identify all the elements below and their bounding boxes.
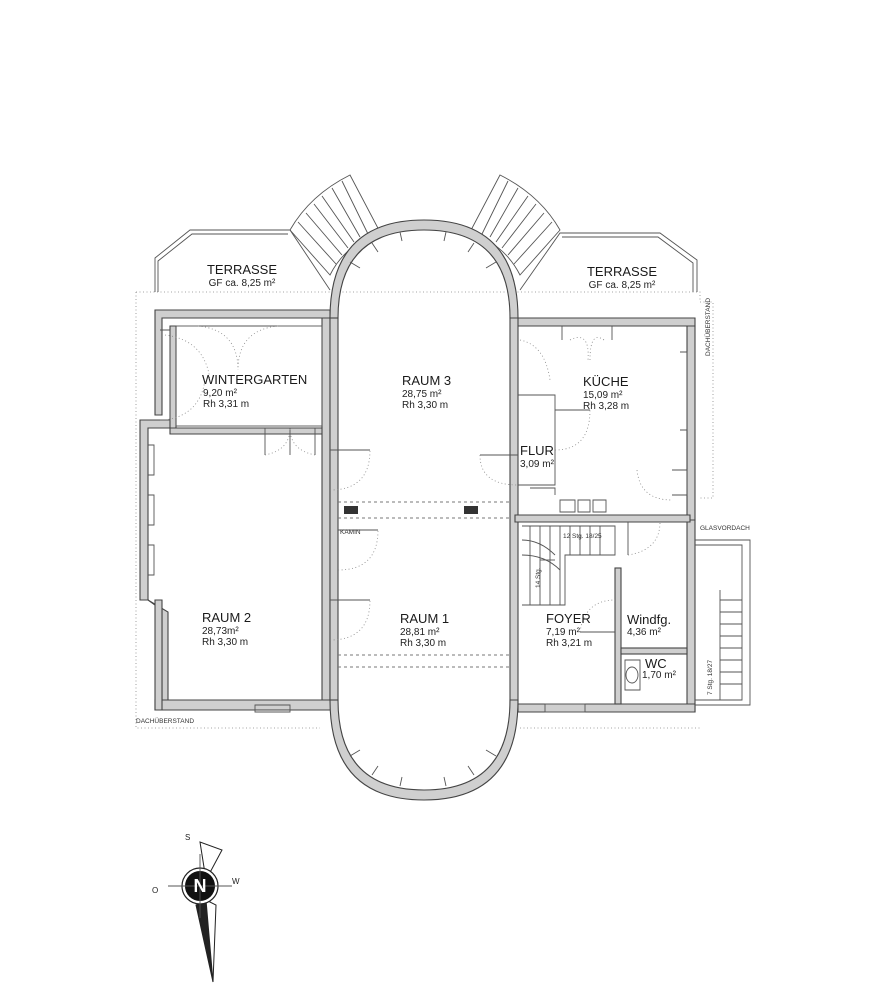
- foyer-staircase: [521, 525, 616, 606]
- glasvordach-label: GLASVORDACH: [700, 525, 750, 532]
- raum2-area: 28,73m²: [202, 626, 239, 637]
- room-label-raum3: RAUM 3 28,75 m² Rh 3,30 m: [402, 373, 451, 411]
- kueche-details: [519, 326, 688, 513]
- stairs-inner-side-label: 14 Stg.: [535, 567, 542, 588]
- room-label-raum2: RAUM 2 28,73m² Rh 3,30 m: [202, 610, 251, 648]
- windfang-name: Windfg.: [627, 612, 671, 627]
- compass-north: N: [194, 876, 207, 896]
- raum3-name: RAUM 3: [402, 373, 451, 388]
- room-label-terrasse-right: TERRASSE GF ca. 8,25 m²: [587, 264, 657, 291]
- terrasse-right-name: TERRASSE: [587, 264, 657, 279]
- central-oval-wall: [329, 219, 519, 801]
- windfang-area: 4,36 m²: [627, 627, 662, 638]
- flur-details: [479, 394, 591, 495]
- compass-right-label: W: [232, 877, 240, 886]
- wintergarten-area: 9,20 m²: [203, 388, 238, 399]
- terrasse-left-name: TERRASSE: [207, 262, 277, 277]
- room-label-terrasse-left: TERRASSE GF ca. 8,25 m²: [207, 262, 277, 289]
- roof-overhang-outline: [135, 291, 714, 729]
- foyer-area: 7,19 m²: [546, 627, 581, 638]
- room-label-windfang: Windfg. 4,36 m²: [627, 612, 671, 638]
- outer-walls: [139, 309, 696, 713]
- wc-name: WC: [645, 656, 667, 671]
- room-label-wintergarten: WINTERGARTEN 9,20 m² Rh 3,31 m: [202, 372, 307, 410]
- kamin-label: KAMIN: [340, 529, 361, 536]
- stairs-outer-label: 7 Stg. 18/27: [707, 660, 714, 695]
- wintergarten-area: [160, 325, 323, 427]
- raum-divider: [338, 501, 510, 668]
- entrance-canopy: [695, 539, 751, 706]
- room-label-wc: WC 1,70 m²: [642, 656, 677, 681]
- wc-area: 1,70 m²: [642, 670, 677, 681]
- flur-name: FLUR: [520, 443, 554, 458]
- raum2-name: RAUM 2: [202, 610, 251, 625]
- terrace-left: [154, 229, 331, 292]
- stairs-inner-label: 12 Stg. 18/25: [563, 533, 602, 540]
- outer-stairs-right: [469, 174, 561, 276]
- raum1-height: Rh 3,30 m: [400, 638, 446, 649]
- flur-area: 3,09 m²: [520, 459, 555, 470]
- foyer-wc-details: [544, 521, 688, 713]
- dachueberstand-right-label: DACHÜBERSTAND: [704, 298, 712, 356]
- kueche-height: Rh 3,28 m: [583, 401, 629, 412]
- room-label-flur: FLUR 3,09 m²: [520, 443, 555, 470]
- terrasse-right-area: GF ca. 8,25 m²: [589, 280, 656, 291]
- room-label-foyer: FOYER 7,19 m² Rh 3,21 m: [546, 611, 592, 649]
- compass: N S O W: [152, 833, 240, 983]
- compass-left-label: O: [152, 886, 158, 895]
- compass-top-label: S: [185, 833, 190, 842]
- raum1-name: RAUM 1: [400, 611, 449, 626]
- outer-stairs-left: [289, 174, 381, 276]
- raum2-height: Rh 3,30 m: [202, 637, 248, 648]
- kueche-name: KÜCHE: [583, 374, 629, 389]
- kueche-area: 15,09 m²: [583, 390, 623, 401]
- wintergarten-name: WINTERGARTEN: [202, 372, 307, 387]
- raum2-details: [148, 427, 379, 713]
- raum1-area: 28,81 m²: [400, 627, 440, 638]
- room-label-raum1: RAUM 1 28,81 m² Rh 3,30 m: [400, 611, 449, 649]
- terrace-right: [519, 232, 698, 292]
- wintergarten-height: Rh 3,31 m: [203, 399, 249, 410]
- raum3-area: 28,75 m²: [402, 389, 442, 400]
- raum3-height: Rh 3,30 m: [402, 400, 448, 411]
- dachueberstand-bottom-label: DACHÜBERSTAND: [136, 717, 194, 725]
- room-label-kueche: KÜCHE 15,09 m² Rh 3,28 m: [583, 374, 629, 412]
- foyer-height: Rh 3,21 m: [546, 638, 592, 649]
- terrasse-left-area: GF ca. 8,25 m²: [209, 278, 276, 289]
- foyer-name: FOYER: [546, 611, 591, 626]
